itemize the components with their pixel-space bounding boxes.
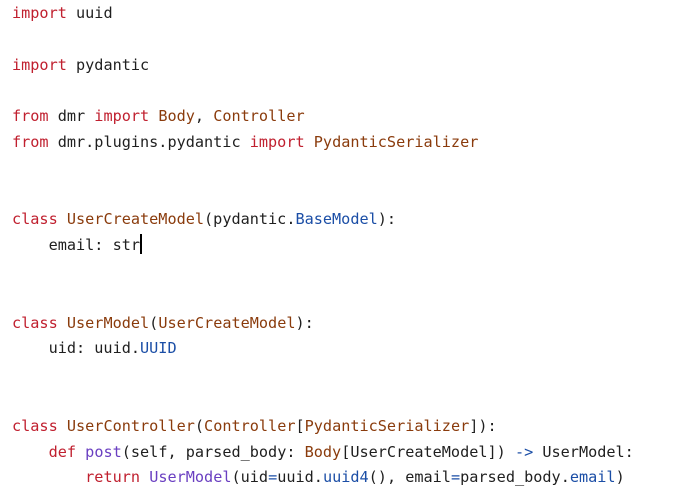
code-token: UserModel: (533, 442, 634, 461)
text-cursor (140, 234, 142, 255)
code-token: UserCreateModel (66, 210, 205, 229)
code-token: return (85, 468, 141, 487)
code-token: (self, parsed_body: (121, 442, 305, 461)
code-token: import (94, 107, 150, 126)
code-token: UserController (66, 416, 195, 435)
code-token: Body (158, 107, 195, 126)
code-token: email (569, 468, 616, 487)
code-token: uuid. (277, 468, 323, 487)
code-token: def (48, 442, 77, 461)
code-line[interactable]: class UserModel(UserCreateModel): (12, 311, 634, 337)
code-token: UserCreateModel (158, 313, 296, 332)
code-token: import (12, 55, 67, 74)
code-token: post (85, 442, 122, 461)
code-token: , (194, 107, 214, 126)
code-token: dmr.plugins.pydantic (48, 132, 250, 151)
code-token (58, 417, 67, 435)
code-token: (pydantic. (204, 210, 296, 229)
code-line[interactable]: from dmr import Body, Controller (12, 104, 634, 130)
code-token: (uid (231, 468, 269, 487)
code-token: dmr (48, 107, 95, 126)
code-token (12, 443, 49, 461)
code-line[interactable] (12, 285, 634, 311)
code-token (76, 443, 85, 461)
code-line[interactable]: return UserModel(uid=uuid.uuid4(), email… (12, 465, 634, 491)
code-token: parsed_body. (460, 468, 570, 487)
code-token: ]): (469, 416, 497, 435)
code-line[interactable] (12, 388, 634, 414)
code-token: ( (149, 313, 159, 332)
code-line[interactable] (12, 182, 634, 208)
code-token: ): (295, 313, 314, 332)
code-line[interactable] (12, 27, 634, 53)
code-token: import (12, 4, 67, 22)
code-line[interactable]: import uuid (12, 1, 634, 27)
code-token: UserModel (149, 468, 232, 487)
code-token: class (12, 210, 58, 229)
code-token: UUID (140, 339, 177, 358)
code-token: from (12, 132, 49, 151)
code-token: from (12, 107, 49, 126)
code-token: uuid (66, 4, 113, 22)
code-token: UserModel (66, 313, 150, 332)
code-token: [ (295, 416, 305, 435)
code-token (12, 468, 85, 486)
code-line[interactable]: uid: uuid.UUID (12, 336, 634, 362)
code-token: PydanticSerializer (313, 132, 479, 151)
code-line[interactable] (12, 259, 634, 285)
code-token: ( (194, 416, 205, 435)
code-token (149, 107, 158, 125)
code-token: (), email (368, 468, 451, 487)
code-token: = (450, 468, 461, 487)
code-token: -> (514, 442, 534, 461)
code-token: uuid4 (322, 468, 369, 487)
code-token: [UserCreateModel]) (341, 442, 515, 461)
code-token (58, 210, 67, 228)
code-line[interactable]: import pydantic (12, 53, 634, 79)
code-token: ): (377, 210, 397, 229)
code-token (58, 314, 67, 332)
code-line[interactable] (12, 156, 634, 182)
code-line[interactable]: email: str (12, 233, 634, 259)
code-token: import (249, 132, 305, 151)
code-token: class (12, 416, 58, 435)
code-token: BaseModel (295, 210, 378, 229)
code-line[interactable]: class UserController(Controller[Pydantic… (12, 414, 634, 440)
code-token: class (12, 313, 58, 332)
code-token (140, 468, 149, 486)
code-token: PydanticSerializer (304, 416, 470, 435)
code-token: = (268, 468, 278, 487)
code-line[interactable] (12, 362, 634, 388)
code-line[interactable]: class UserCreateModel(pydantic.BaseModel… (12, 207, 634, 233)
code-token: uid: uuid. (12, 339, 141, 358)
code-line[interactable] (12, 78, 634, 104)
code-line[interactable]: from dmr.plugins.pydantic import Pydanti… (12, 130, 634, 156)
code-token (305, 133, 314, 151)
code-token: ) (615, 468, 625, 487)
code-line[interactable]: def post(self, parsed_body: Body[UserCre… (12, 440, 634, 466)
code-token: Controller (204, 416, 296, 435)
code-token: Controller (213, 107, 305, 126)
code-token: email: str (12, 236, 141, 255)
code-token: Body (304, 442, 342, 461)
code-token: pydantic (66, 55, 150, 74)
